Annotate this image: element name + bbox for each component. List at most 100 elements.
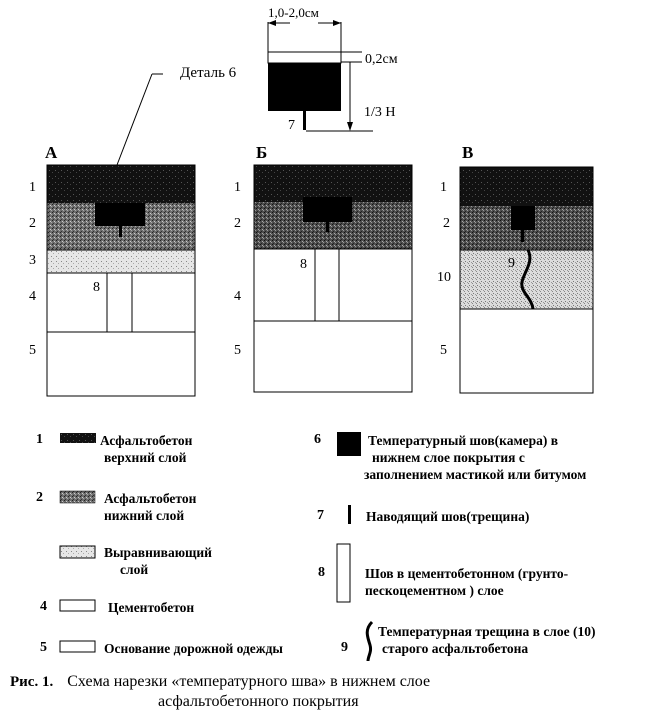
column-a-joint-number: 8 xyxy=(93,280,100,295)
legend-text: заполнением мастикой или битумом xyxy=(364,467,587,482)
swatch-temperature-joint xyxy=(337,432,361,456)
legend-text: старого асфальтобетона xyxy=(382,641,529,656)
legend-item-base: Основание дорожной одежды xyxy=(104,640,283,657)
swatch-top-asphalt xyxy=(60,433,96,443)
cement-joint-8 xyxy=(314,248,340,322)
detail-6-drawing xyxy=(116,20,373,166)
column-b-joint-number: 8 xyxy=(300,257,307,272)
column-a-layer-number: 2 xyxy=(29,216,36,231)
arrowhead-right-icon xyxy=(333,20,341,26)
arrowhead-down-icon xyxy=(347,122,353,131)
legend-swatches xyxy=(59,432,374,662)
legend-text: Температурный шов(камера) в xyxy=(368,433,559,448)
column-c-layer-number: 10 xyxy=(437,270,451,285)
swatch-induced-crack xyxy=(348,505,351,524)
legend-item-temperature-crack: Температурная трещина в слое (10) старог… xyxy=(378,623,596,657)
column-a-layer-number: 1 xyxy=(29,180,36,195)
temperature-joint-6 xyxy=(511,206,535,230)
temperature-joint-6 xyxy=(303,197,352,222)
layer-1-top-asphalt xyxy=(254,165,412,202)
column-a-layer-number: 3 xyxy=(29,253,36,268)
legend-number: 2 xyxy=(36,490,43,505)
legend-text: Выравнивающий xyxy=(104,545,212,560)
detail-chamber xyxy=(268,63,341,111)
legend-number: 7 xyxy=(317,508,324,523)
caption-line-2: асфальтобетонного покрытия xyxy=(158,693,359,710)
detail-depth-label: 1/3 Н xyxy=(364,105,396,120)
induced-crack-7 xyxy=(326,222,329,232)
column-c-layer-number: 5 xyxy=(440,343,447,358)
column-a-layer-number: 5 xyxy=(29,343,36,358)
layer-1-top-asphalt xyxy=(460,167,593,206)
legend-item-bottom-asphalt: Асфальтобетон нижний слой xyxy=(104,490,196,524)
legend-text: пескоцементном ) слое xyxy=(365,583,504,598)
swatch-cement-concrete xyxy=(59,599,96,612)
column-c-frame xyxy=(459,166,594,394)
column-c-title: В xyxy=(462,143,474,162)
legend-item-leveling: Выравнивающий слой xyxy=(104,544,212,578)
induced-crack-7 xyxy=(119,225,122,237)
swatch-leveling xyxy=(59,545,96,559)
column-a-title: А xyxy=(45,143,58,162)
legend-item-cement-joint: Шов в цементобетонном (грунто- пескоцеме… xyxy=(365,565,568,599)
caption-line-1: Схема нарезки «температурного шва» в ниж… xyxy=(67,673,431,690)
layer-5-base xyxy=(254,321,412,392)
column-a-layer-number: 4 xyxy=(29,289,36,304)
callout-leader xyxy=(116,73,153,166)
temperature-joint-6 xyxy=(95,203,145,226)
column-b-cross-section xyxy=(253,164,413,393)
legend-number: 6 xyxy=(314,432,321,447)
swatch-base xyxy=(59,640,96,653)
detail-callout-label: Деталь 6 xyxy=(180,65,237,81)
column-c-crack-number: 9 xyxy=(508,256,515,271)
layer-3-leveling xyxy=(47,250,195,273)
legend-text: Асфальтобетон xyxy=(100,433,193,448)
detail-gap-label: 0,2см xyxy=(365,52,398,67)
temperature-crack-9 xyxy=(520,249,535,310)
legend-text: Цементобетон xyxy=(108,600,195,615)
legend-text: Шов в цементобетонном (грунто- xyxy=(365,566,569,581)
column-c-cross-section xyxy=(459,166,594,394)
legend-text: Основание дорожной одежды xyxy=(104,641,283,656)
layer-1-top-asphalt xyxy=(47,165,195,203)
swatch-temperature-crack xyxy=(365,620,374,662)
figure-label: Рис. 1. xyxy=(10,674,54,690)
figure-caption: Рис. 1. Схема нарезки «температурного шв… xyxy=(10,673,430,691)
column-b-layer-number: 4 xyxy=(234,289,241,304)
legend-number: 8 xyxy=(318,565,325,580)
legend-text: слой xyxy=(120,562,149,577)
legend-number: 1 xyxy=(36,432,43,447)
legend-text: верхний слой xyxy=(104,450,187,465)
legend-number: 5 xyxy=(40,640,47,655)
legend-item-cement-concrete: Цементобетон xyxy=(108,599,194,616)
legend-number: 9 xyxy=(341,640,348,655)
column-a-frame xyxy=(46,164,196,397)
column-c-layer-number: 2 xyxy=(443,216,450,231)
column-c-layer-number: 1 xyxy=(440,180,447,195)
detail-crack-7 xyxy=(303,111,306,130)
induced-crack-7 xyxy=(521,230,524,242)
column-b-layer-number: 5 xyxy=(234,343,241,358)
swatch-bottom-asphalt xyxy=(59,490,96,504)
legend-text: нижний слой xyxy=(104,508,185,523)
arrowhead-left-icon xyxy=(268,20,276,26)
swatch-cement-joint xyxy=(336,543,351,603)
legend-text: нижнем слое покрытия с xyxy=(372,450,525,465)
legend-item-top-asphalt: Асфальтобетон верхний слой xyxy=(100,432,192,466)
legend-item-temperature-joint: Температурный шов(камера) в нижнем слое … xyxy=(364,432,586,483)
column-b-layer-number: 1 xyxy=(234,180,241,195)
legend-text: Асфальтобетон xyxy=(104,491,197,506)
column-b-title: Б xyxy=(256,143,268,162)
detail-width-label: 1,0-2,0см xyxy=(268,5,319,20)
column-a-cross-section xyxy=(46,164,196,397)
legend-number: 4 xyxy=(40,599,47,614)
legend-item-induced-crack: Наводящий шов(трещина) xyxy=(366,508,529,525)
layer-10-old-asphalt xyxy=(460,250,593,309)
legend-text: Температурная трещина в слое (10) xyxy=(378,624,596,639)
cement-joint-8 xyxy=(106,272,133,333)
detail-crack-number: 7 xyxy=(288,118,295,133)
detail-gap-box xyxy=(267,51,342,64)
layer-5-base xyxy=(47,332,195,396)
column-b-frame xyxy=(253,164,413,393)
